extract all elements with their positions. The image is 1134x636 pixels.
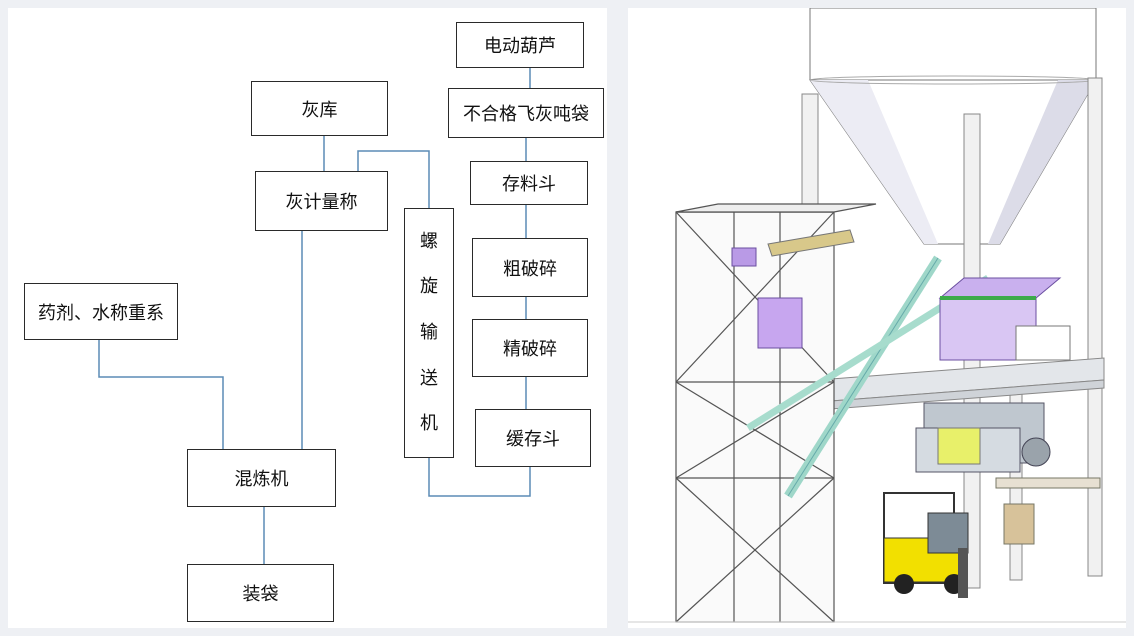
node-fine-crushing: 精破碎 [472,319,588,377]
node-mixer: 混炼机 [187,449,336,507]
connector-chem-mixer [98,340,224,449]
node-label-char: 旋 [420,276,438,298]
node-label: 灰计量称 [285,192,358,213]
node-label: 药剂、水称重系 [38,302,164,324]
node-storage-hopper: 存料斗 [470,161,588,205]
node-label: 灰库 [301,99,338,121]
node-ton-bag: 不合格飞灰吨袋 [448,88,604,138]
node-electric-hoist: 电动葫芦 [456,22,584,68]
node-label-char: 输 [420,321,438,343]
equipment-illustration [628,8,1126,623]
node-label: 缓存斗 [506,429,560,450]
equipment-rendering [628,8,1126,628]
connector-buffer-screw [428,458,531,497]
node-ash-scale: 灰计量称 [255,171,388,231]
node-label-char: 送 [420,367,438,389]
node-label: 存料斗 [502,174,556,195]
node-coarse-crushing: 粗破碎 [472,238,588,297]
node-label: 粗破碎 [503,258,557,280]
node-bagging: 装袋 [187,564,334,622]
node-buffer-hopper: 缓存斗 [475,409,591,467]
node-label: 不合格飞灰吨袋 [463,104,589,125]
process-flowchart: 电动葫芦 不合格飞灰吨袋 存料斗 粗破碎 精破碎 缓存斗 灰库 灰计量称 螺 旋… [8,8,607,628]
silo [809,8,1097,245]
node-chemical-water-scale: 药剂、水称重系 [24,283,178,340]
crusher-assembly [915,277,1101,545]
node-label-char: 机 [420,413,438,435]
connector-screw-scale [357,150,430,208]
node-label: 装袋 [242,584,279,605]
forklift [883,492,969,598]
node-label: 混炼机 [234,469,289,490]
node-label: 电动葫芦 [484,36,556,57]
node-ash-silo: 灰库 [251,81,388,136]
tower-feeder [731,247,757,267]
node-label-char: 螺 [420,230,438,252]
tower-hopper [757,297,803,349]
node-screw-conveyor: 螺 旋 输 送 机 [404,208,454,458]
flowchart-connectors [98,68,531,564]
node-label: 精破碎 [503,339,557,360]
